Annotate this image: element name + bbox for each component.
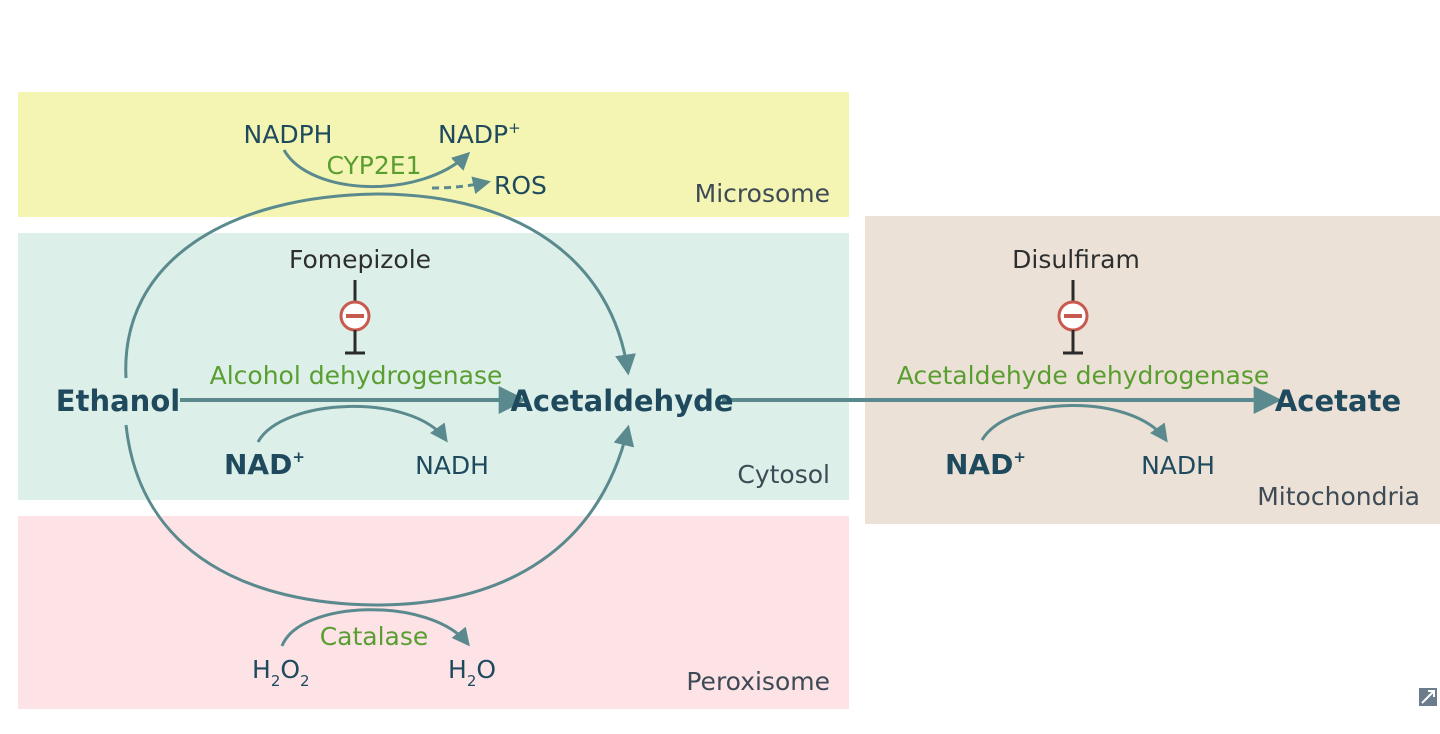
nad-to-nadh-arrow-mito [980, 404, 1168, 443]
microsome-pathway-arrow [124, 192, 636, 379]
alcohol-dehydrogenase-label: Alcohol dehydrogenase [210, 361, 503, 390]
acetate-label: Acetate [1275, 384, 1401, 418]
nadph-label: NADPH [244, 120, 333, 149]
fomepizole-label: Fomepizole [289, 245, 431, 274]
nadh-label-mito: NADH [1141, 451, 1215, 480]
ros-label: ROS [494, 171, 547, 200]
h2o-label: H2O [448, 655, 496, 690]
ros-dashed-arrow [431, 176, 491, 195]
microsome-region [18, 92, 849, 217]
ethanol-label: Ethanol [56, 384, 180, 418]
peroxisome-pathway-arrow [124, 424, 635, 607]
peroxisome-label: Peroxisome [686, 667, 830, 696]
acetaldehyde-dehydrogenase-label: Acetaldehyde dehydrogenase [897, 361, 1270, 390]
acetaldehyde-label: Acetaldehyde [510, 384, 733, 418]
mitochondria-region [865, 216, 1440, 524]
nad-to-nadh-arrow-cytosol [256, 405, 448, 443]
mitochondria-label: Mitochondria [1257, 482, 1420, 511]
microsome-label: Microsome [695, 179, 830, 208]
catalase-label: Catalase [320, 622, 429, 651]
nadph-to-nadp-arrow [282, 149, 471, 188]
h2o2-label: H2O2 [252, 655, 310, 690]
nad-label-mito: NAD+ [945, 448, 1026, 481]
expand-icon[interactable] [1419, 688, 1437, 706]
cyp2e1-label: CYP2E1 [327, 151, 422, 180]
cytosol-label: Cytosol [737, 460, 830, 489]
nadh-label-cytosol: NADH [415, 451, 489, 480]
peroxisome-region [18, 516, 849, 709]
disulfiram-label: Disulfiram [1012, 245, 1140, 274]
nad-label-cytosol: NAD+ [224, 448, 305, 481]
h2o2-to-h2o-arrow [280, 608, 470, 647]
nadp-label: NADP+ [438, 119, 521, 149]
